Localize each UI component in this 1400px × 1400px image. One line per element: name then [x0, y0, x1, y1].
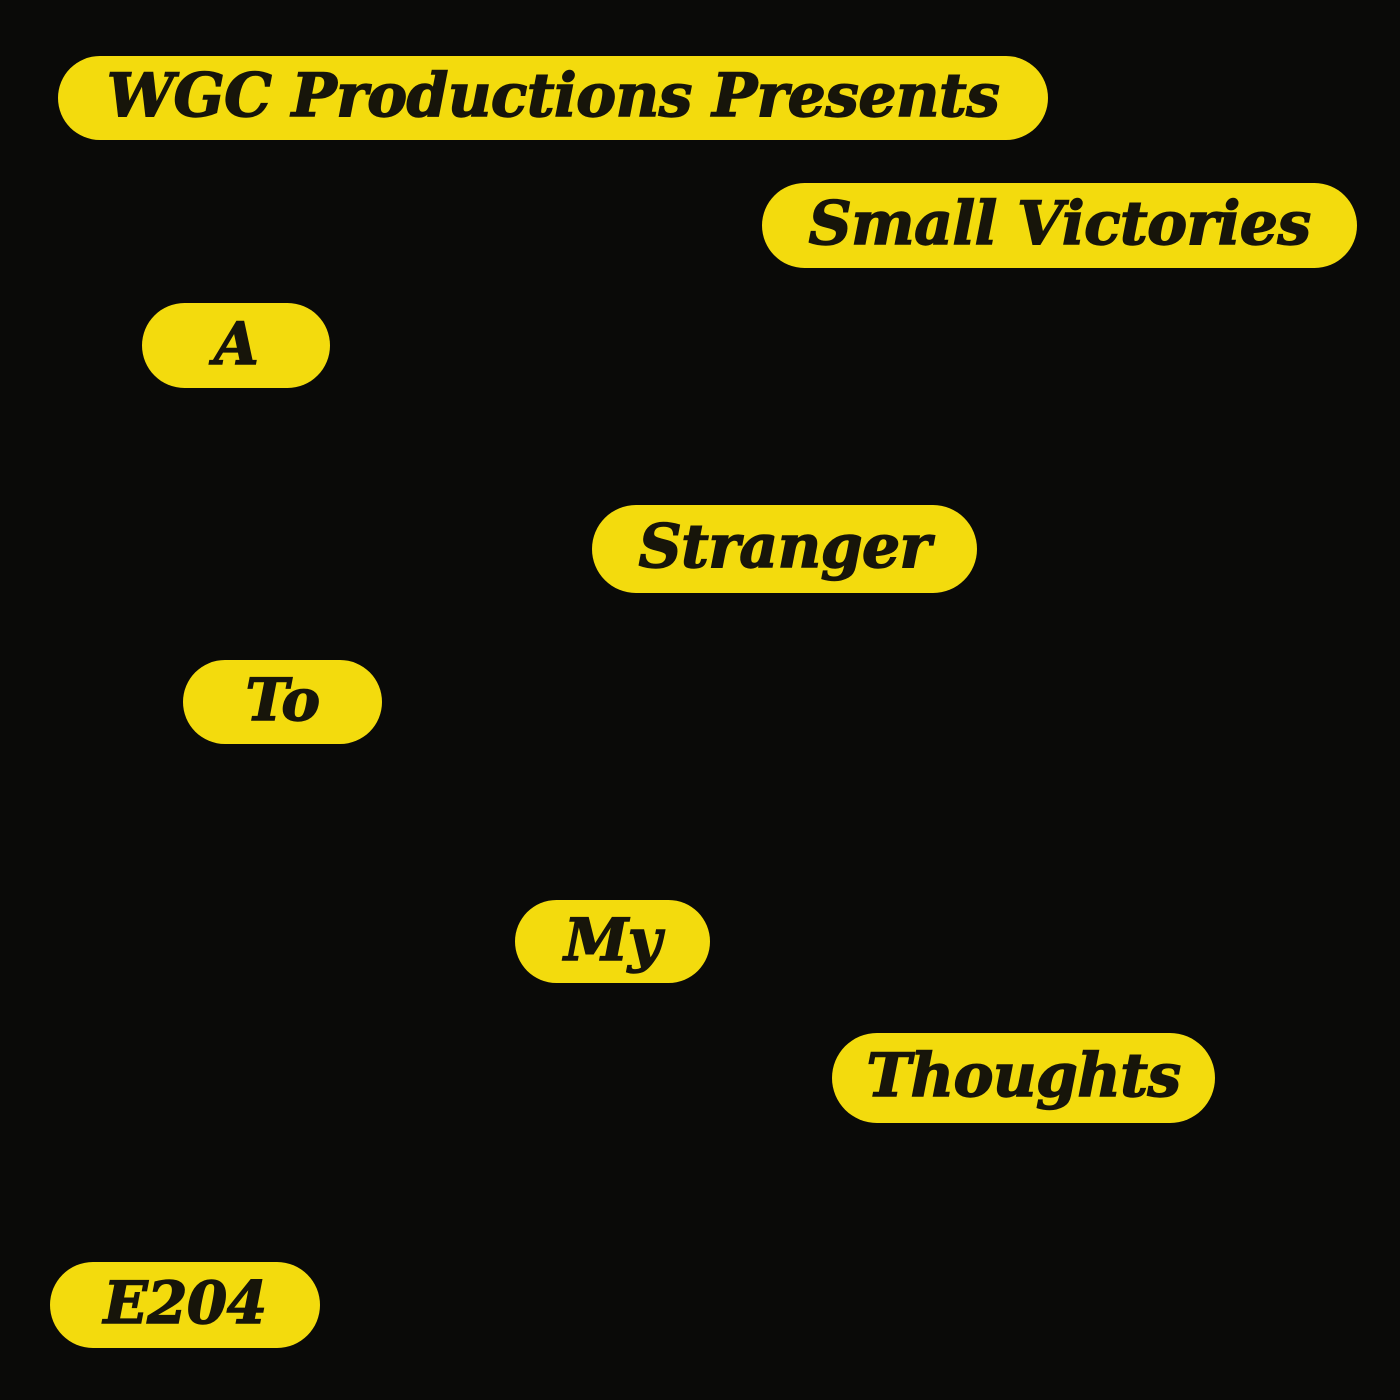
episode-title-word-a-label: A	[213, 309, 259, 378]
show-title-label: Small Victories	[808, 188, 1312, 259]
episode-title-word-to-label: To	[245, 666, 321, 734]
episode-title-word-stranger-badge: Stranger	[592, 505, 977, 593]
episode-title-word-my-badge: My	[515, 900, 710, 983]
episode-title-word-to-badge: To	[183, 660, 382, 744]
episode-number-label: E204	[103, 1269, 268, 1337]
production-credit-badge: WGC Productions Presents	[58, 56, 1048, 140]
episode-title-word-my-label: My	[563, 905, 662, 974]
episode-title-word-thoughts-label: Thoughts	[866, 1041, 1182, 1111]
episode-title-word-a-badge: A	[142, 303, 330, 388]
episode-title-word-thoughts-badge: Thoughts	[832, 1033, 1215, 1123]
episode-number-badge: E204	[50, 1262, 320, 1348]
episode-title-word-stranger-label: Stranger	[638, 512, 932, 582]
production-credit-label: WGC Productions Presents	[106, 61, 1001, 131]
show-title-badge: Small Victories	[762, 183, 1357, 268]
